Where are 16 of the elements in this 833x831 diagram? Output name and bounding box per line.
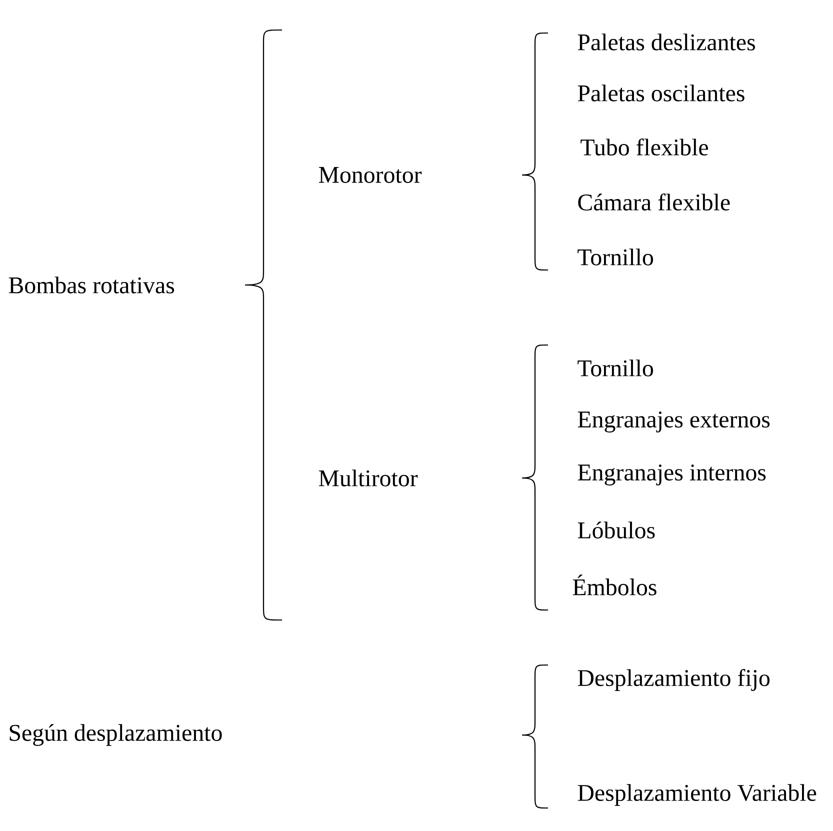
category-label: Paletas deslizantes [578,34,755,50]
category-label: Engranajes externos [578,412,770,432]
category-label: Bombas rotativas [8,276,174,294]
category-label: Tornillo [578,360,654,376]
category-label: Desplazamiento Variable [578,784,816,806]
category-label: Cámara flexible [578,193,730,211]
category-label: Tubo flexible [580,138,708,156]
category-label: Tornillo [578,248,654,266]
category-label: Engranajes internos [578,464,766,486]
category-label: Lóbulos [578,522,655,538]
category-label: Paletas oscilantes [578,84,744,102]
category-label: Multirotor [318,470,418,486]
category-label: Según desplazamiento [10,724,222,746]
category-label: Monorotor [318,167,422,183]
category-label: Desplazamiento fijo [578,669,770,691]
category-label: Émbolos [572,574,656,596]
